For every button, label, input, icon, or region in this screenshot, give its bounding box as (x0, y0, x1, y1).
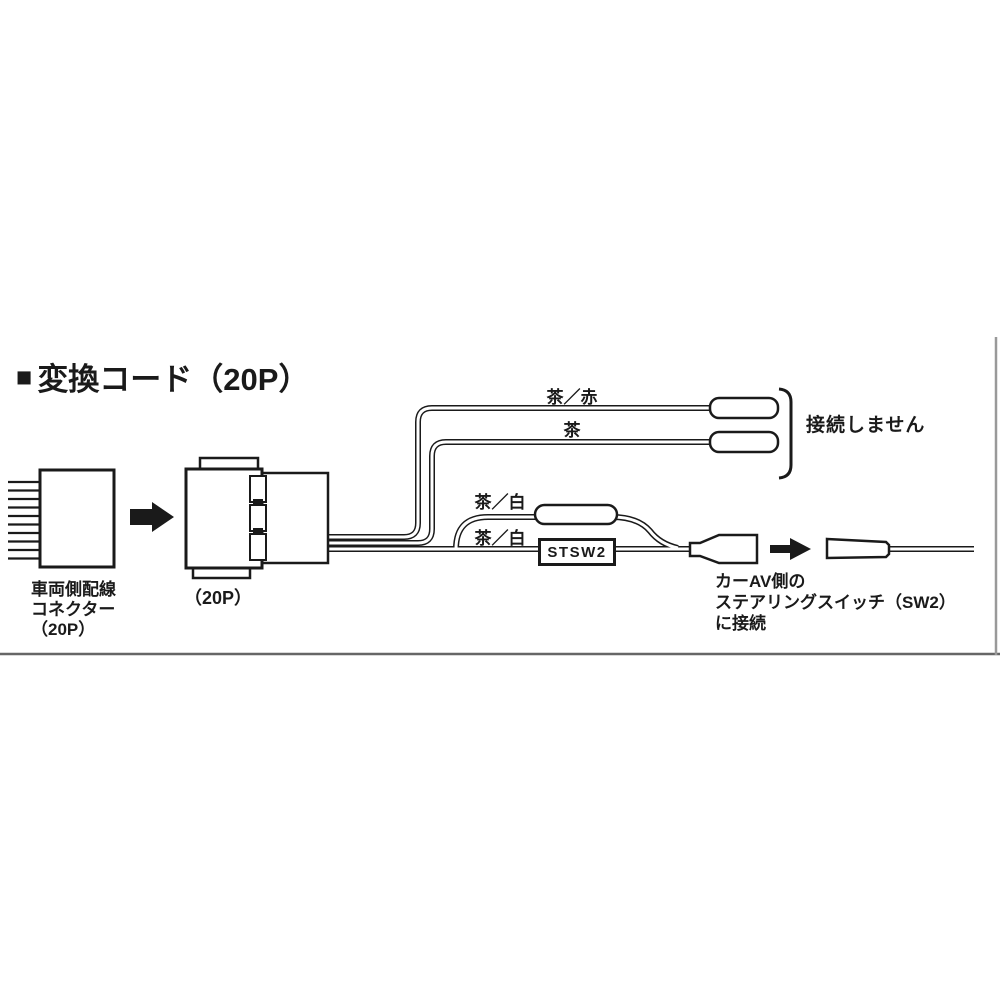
splice-capsule (533, 503, 619, 526)
car-av-label-line1: カーAV側の (715, 572, 806, 591)
label-wire-brown-white-upper: 茶／白 (474, 493, 526, 512)
title-bullet-icon: ■ (16, 362, 33, 392)
adapter-mating-body (260, 471, 330, 565)
vehicle-connector-pins (8, 480, 42, 560)
label-not-connected: 接続しません (806, 415, 926, 436)
car-av-label-line3: に接続 (715, 614, 766, 633)
car-av-connection-label: カーAV側の ステアリングスイッチ（SW2） に接続 (715, 571, 956, 634)
right-arrow-icon-small (770, 538, 811, 560)
vehicle-connector (8, 468, 116, 569)
frame-lines (0, 337, 1000, 656)
unconnected-terminals (708, 396, 780, 454)
vehicle-connector-body (38, 468, 116, 569)
vehicle-connector-label-line1: 車両側配線 (31, 580, 116, 599)
terminals-bracket (778, 387, 793, 480)
title-text: 変換コード（20P） (37, 362, 310, 397)
terminal-brown (708, 430, 780, 454)
right-arrow-icon (130, 502, 174, 532)
adapter-latches (249, 475, 267, 561)
vehicle-connector-label-line2: コネクター (31, 600, 116, 619)
label-wire-brown-red: 茶／赤 (546, 388, 598, 407)
terminal-brown-red (708, 396, 780, 420)
label-wire-brown-white-lower: 茶／白 (474, 529, 526, 548)
vehicle-connector-label-line3: （20P） (31, 620, 96, 639)
stsw2-tag: STSW2 (538, 538, 616, 566)
male-plug-connector (688, 533, 759, 565)
car-av-label-line2: ステアリングスイッチ（SW2） (715, 593, 956, 612)
vehicle-connector-label: 車両側配線 コネクター （20P） (31, 580, 116, 640)
adapter-latch-nubs (253, 499, 263, 534)
label-adapter-20p: （20P） (184, 588, 253, 608)
label-wire-brown: 茶 (563, 421, 581, 440)
wire-harness-core (327, 406, 974, 551)
page-title: ■ 変換コード（20P） (16, 354, 309, 399)
adapter-connector (184, 456, 330, 580)
steering-switch-receptacle (825, 537, 891, 560)
